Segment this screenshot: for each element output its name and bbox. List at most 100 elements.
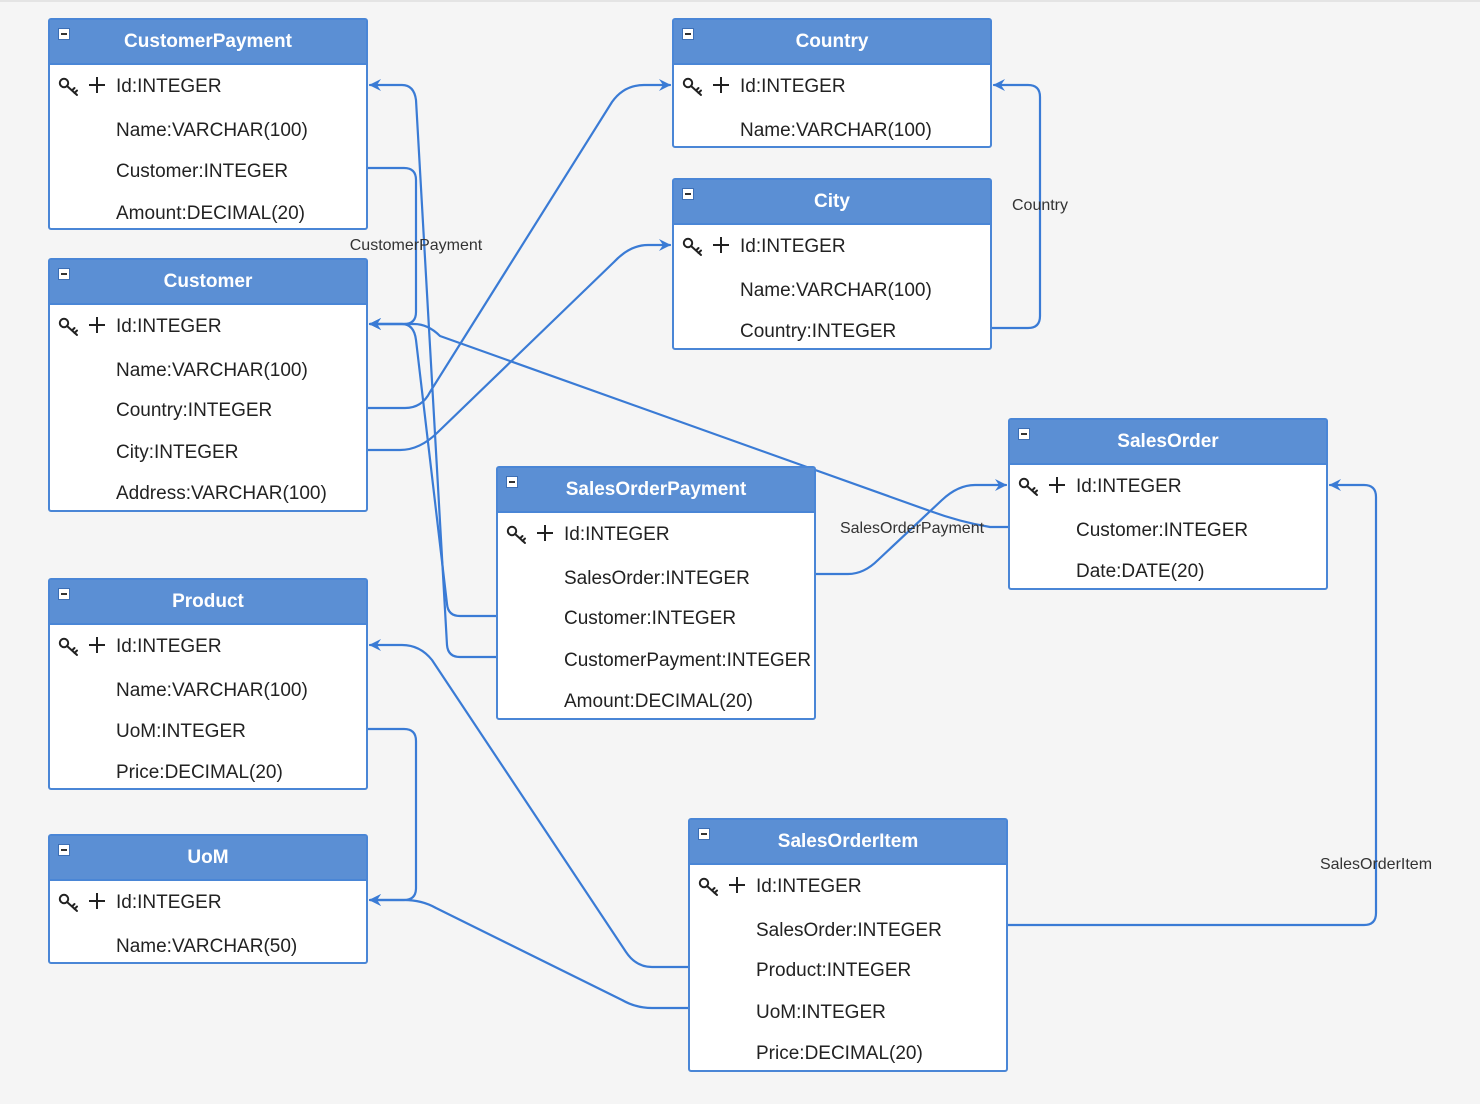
field-row[interactable]: Id:INTEGER (50, 883, 366, 923)
field-name: Amount:DECIMAL(20) (116, 203, 306, 224)
table-title: SalesOrderPayment (565, 478, 747, 500)
key-icon (698, 877, 720, 897)
edge-salesorderpayment-customer (368, 318, 498, 618)
field-row[interactable]: Name:VARCHAR(100) (50, 351, 366, 391)
collapse-icon[interactable] (698, 828, 710, 840)
field-row[interactable]: UoM:INTEGER (50, 712, 366, 752)
field-name: Name:VARCHAR(50) (116, 936, 298, 957)
field-name: Id:INTEGER (740, 76, 846, 97)
collapse-icon[interactable] (58, 844, 70, 856)
field-name: Id:INTEGER (564, 524, 670, 545)
table-header[interactable]: SalesOrderPayment (498, 468, 814, 513)
field-name: Amount:DECIMAL(20) (564, 691, 754, 712)
field-name: Id:INTEGER (1076, 476, 1182, 497)
table-title: Product (172, 590, 244, 612)
collapse-icon[interactable] (682, 188, 694, 200)
field-name: Id:INTEGER (116, 892, 222, 913)
table-title: UoM (187, 846, 229, 868)
field-name: Id:INTEGER (116, 76, 222, 97)
field-name: Country:INTEGER (116, 400, 273, 421)
key-icon (58, 317, 80, 337)
field-row[interactable]: CustomerPayment:INTEGER (498, 641, 814, 681)
table-header[interactable]: UoM (50, 836, 366, 881)
field-name: Id:INTEGER (116, 636, 222, 657)
field-name: SalesOrder:INTEGER (756, 920, 942, 941)
field-row[interactable]: Country:INTEGER (50, 391, 366, 431)
field-name: SalesOrder:INTEGER (564, 568, 750, 589)
collapse-icon[interactable] (1018, 428, 1030, 440)
field-row[interactable]: Id:INTEGER (498, 515, 814, 555)
field-row[interactable]: Date:DATE(20) (1010, 552, 1326, 592)
table-header[interactable]: Product (50, 580, 366, 625)
field-row[interactable]: SalesOrder:INTEGER (690, 911, 1006, 951)
field-name: Customer:INTEGER (1076, 520, 1249, 541)
key-icon (58, 77, 80, 97)
collapse-icon[interactable] (58, 588, 70, 600)
field-row[interactable]: Amount:DECIMAL(20) (498, 682, 814, 722)
field-row[interactable]: Id:INTEGER (50, 627, 366, 667)
plus-icon (88, 636, 106, 654)
table-header[interactable]: SalesOrder (1010, 420, 1326, 465)
field-name: UoM:INTEGER (756, 1002, 886, 1023)
collapse-icon[interactable] (682, 28, 694, 40)
table-uom[interactable]: UoM Id:INTEGER Name:VARCHAR(50) (48, 834, 368, 964)
field-row[interactable]: Id:INTEGER (1010, 467, 1326, 507)
table-header[interactable]: Country (674, 20, 990, 65)
field-row[interactable]: Id:INTEGER (674, 227, 990, 267)
field-name: UoM:INTEGER (116, 721, 246, 742)
table-title: SalesOrderItem (777, 830, 919, 852)
field-row[interactable]: Name:VARCHAR(100) (674, 271, 990, 311)
field-row[interactable]: Customer:INTEGER (50, 152, 366, 192)
edge-customer-city (366, 239, 672, 452)
edge-customerpayment-customer (366, 166, 418, 330)
field-row[interactable]: Price:DECIMAL(20) (50, 753, 366, 793)
field-row[interactable]: Id:INTEGER (50, 307, 366, 347)
field-row[interactable]: Name:VARCHAR(100) (50, 111, 366, 151)
table-header[interactable]: Customer (50, 260, 366, 305)
table-header[interactable]: CustomerPayment (50, 20, 366, 65)
table-title: SalesOrder (1117, 430, 1219, 452)
field-row[interactable]: Product:INTEGER (690, 951, 1006, 991)
collapse-icon[interactable] (58, 268, 70, 280)
collapse-icon[interactable] (58, 28, 70, 40)
field-row[interactable]: Address:VARCHAR(100) (50, 474, 366, 514)
field-row[interactable]: Price:DECIMAL(20) (690, 1034, 1006, 1074)
field-row[interactable]: UoM:INTEGER (690, 993, 1006, 1033)
field-row[interactable]: Name:VARCHAR(100) (674, 111, 990, 151)
edge-salesorderitem-salesorder (1006, 479, 1378, 927)
collapse-icon[interactable] (506, 476, 518, 488)
field-name: Address:VARCHAR(100) (116, 483, 327, 504)
field-row[interactable]: SalesOrder:INTEGER (498, 559, 814, 599)
edge-city-country (990, 79, 1042, 330)
field-row[interactable]: Id:INTEGER (50, 67, 366, 107)
field-name: Customer:INTEGER (116, 161, 289, 182)
edge-product-uom (366, 727, 418, 906)
field-row[interactable]: Id:INTEGER (674, 67, 990, 107)
field-row[interactable]: Customer:INTEGER (1010, 511, 1326, 551)
field-row[interactable]: Country:INTEGER (674, 312, 990, 352)
table-header[interactable]: SalesOrderItem (690, 820, 1006, 865)
key-icon (682, 237, 704, 257)
field-name: Customer:INTEGER (564, 608, 737, 629)
top-divider (0, 0, 1480, 2)
field-row[interactable]: Customer:INTEGER (498, 599, 814, 639)
field-row[interactable]: Name:VARCHAR(100) (50, 671, 366, 711)
field-row[interactable]: City:INTEGER (50, 433, 366, 473)
field-name: Id:INTEGER (116, 316, 222, 337)
field-name: Name:VARCHAR(100) (116, 680, 308, 701)
edge-salesorderpayment-salesorder (814, 479, 1008, 576)
field-row[interactable]: Name:VARCHAR(50) (50, 927, 366, 967)
field-row[interactable]: Amount:DECIMAL(20) (50, 194, 366, 234)
field-name: Id:INTEGER (740, 236, 846, 257)
table-header[interactable]: City (674, 180, 990, 225)
field-row[interactable]: Id:INTEGER (690, 867, 1006, 907)
